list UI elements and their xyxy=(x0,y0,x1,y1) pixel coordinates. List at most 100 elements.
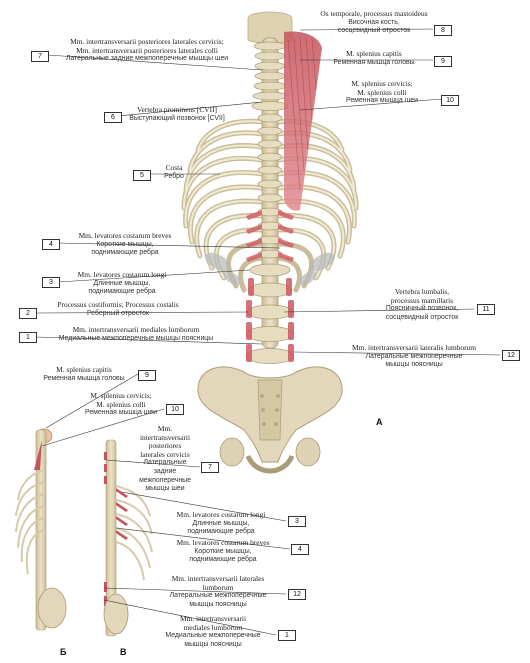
label-v-intertransversarii-mediales: Mm. intertransversarii mediales lumborum… xyxy=(150,614,276,649)
label-russian-2: мышцы поясницы xyxy=(184,640,242,648)
label-latin: Costa xyxy=(165,163,183,172)
label-russian: Латеральные xyxy=(143,459,187,467)
callout-number-9: 9 xyxy=(434,56,452,67)
label-intertransversarii-mediales: Mm. intertransversarii mediales lumborum… xyxy=(38,325,234,343)
label-russian: Короткие мышцы, xyxy=(194,547,252,555)
label-russian: Медиальные межпоперечные мышцы поясницы xyxy=(58,334,214,342)
callout-number-7-lower: 7 xyxy=(201,462,219,473)
callout-number-1: 1 xyxy=(19,332,37,343)
label-russian: Ременная мышца шеи xyxy=(346,97,418,105)
label-russian-2: сосцевидный отросток xyxy=(385,313,459,321)
label-latin: M. splenius capitis xyxy=(56,365,112,374)
label-russian-2: мышцы поясницы xyxy=(189,600,247,608)
label-russian-2: мышцы поясницы xyxy=(385,361,443,369)
callout-number-3-lower: 3 xyxy=(288,516,306,527)
label-russian: Поясничный позвонок, xyxy=(385,305,459,313)
label-latin-3: posteriores xyxy=(148,441,182,451)
label-v-levatores-longi: Mm. levatores costarum longi Длинные мыш… xyxy=(156,510,286,537)
label-latin: Mm. intertransversarii mediales lumborum xyxy=(72,325,200,334)
label-latin: M. splenius cervicis; xyxy=(90,391,152,400)
rib-cage xyxy=(181,118,359,293)
label-russian: Реберный отросток xyxy=(87,309,149,317)
label-russian-3: межпоперечные xyxy=(139,476,191,484)
label-latin-2: processus mamillaris xyxy=(390,295,454,305)
label-latin-4: laterales cervicis xyxy=(140,449,190,459)
label-intertransversarii-laterales: Mm. intertransversarii lateralis lumboru… xyxy=(330,343,498,370)
label-russian: Латеральные межпоперечные xyxy=(169,592,267,600)
label-latin: Vertebra prominens [CVII] xyxy=(136,105,218,114)
label-russian-2: задние xyxy=(153,467,177,475)
label-latin: Mm. intertransversarii laterales xyxy=(171,574,265,583)
label-mastoid-process: Os temporale, processus mastoideus Височ… xyxy=(318,9,430,36)
label-b-splenius-capitis: M. splenius capitis Ременная мышца голов… xyxy=(32,365,136,383)
label-latin-2: intertransversarii xyxy=(139,432,191,442)
label-russian-2: поднимающие ребра xyxy=(91,249,159,257)
pelvis xyxy=(197,366,343,474)
label-latin-2: M. splenius colli xyxy=(357,87,407,97)
label-latin: M. splenius capitis xyxy=(346,49,402,58)
label-levatores-breves: Mm. levatores costarum breves Короткие м… xyxy=(62,231,188,258)
label-russian-2: поднимающие ребра xyxy=(189,556,257,564)
label-latin: Mm. levatores costarum longi xyxy=(176,510,266,519)
callout-number-12-lower: 12 xyxy=(288,589,306,600)
label-russian: Ременная мышца головы xyxy=(43,374,125,382)
label-russian-2: поднимающие ребра xyxy=(187,528,255,536)
label-vertebra-lumbalis: Vertebra lumbalis, processus mamillaris … xyxy=(368,287,476,322)
callout-number-2: 2 xyxy=(19,308,37,319)
callout-number-9-lower: 9 xyxy=(138,370,156,381)
label-russian-2: сосцевидный отросток xyxy=(337,27,411,35)
label-latin: Mm. intertransversarii posteriores later… xyxy=(70,37,224,46)
label-latin: Processus costiformis; Processus costali… xyxy=(57,300,179,309)
callout-number-10-lower: 10 xyxy=(166,404,184,415)
label-costa: Costa Ребро xyxy=(154,163,194,181)
label-v-intertransversarii-laterales: Mm. intertransversarii laterales lumboru… xyxy=(150,574,286,609)
label-splenius-cervicis: M. splenius cervicis; M. splenius colli … xyxy=(325,79,439,106)
label-latin: Os temporale, processus mastoideus xyxy=(320,9,428,18)
label-levatores-longi: Mm. levatores costarum longi Длинные мыш… xyxy=(62,270,182,297)
label-russian: Медиальные межпоперечные xyxy=(165,632,261,640)
label-latin: Vertebra lumbalis, xyxy=(394,287,450,296)
levatores-costarum xyxy=(246,210,294,262)
label-russian: Выступающий позвонок [CVII] xyxy=(129,114,225,122)
vertebral-column xyxy=(245,37,295,364)
label-latin: Mm. levatores costarum longi xyxy=(77,270,167,279)
label-b-splenius-cervicis: M. splenius cervicis; M. splenius colli … xyxy=(76,391,166,418)
label-latin-2: lumborum xyxy=(202,582,234,592)
label-latin-2: M. splenius colli xyxy=(96,399,146,409)
label-russian: Височная кость, xyxy=(348,18,400,26)
panel-label-b: Б xyxy=(60,647,67,657)
label-russian: Ременная мышца шеи xyxy=(85,409,157,417)
label-latin: Mm. levatores costarum breves xyxy=(176,538,270,547)
callout-number-4-lower: 4 xyxy=(291,544,309,555)
label-russian: Длинные мышцы, xyxy=(192,519,250,527)
callout-number-7: 7 xyxy=(31,51,49,62)
callout-number-10: 10 xyxy=(441,95,459,106)
label-latin: Mm. levatores costarum breves xyxy=(78,231,172,240)
label-russian: Латеральные задние межпоперечные мышцы ш… xyxy=(65,55,229,63)
intertransversarii-lumborum xyxy=(246,278,294,362)
label-intertransversarii-cervicis: Mm. intertransversarii posteriores later… xyxy=(52,37,242,64)
callout-number-1-lower: 1 xyxy=(278,630,296,641)
label-latin: M. splenius cervicis; xyxy=(351,79,413,88)
leader-lines xyxy=(35,28,501,636)
label-russian: Ременная мышца головы xyxy=(333,58,415,66)
label-russian: Короткие мышцы, xyxy=(96,240,154,248)
label-latin-2: mediales lumborum xyxy=(183,622,243,632)
label-russian: Длинные мышцы, xyxy=(93,279,151,287)
label-russian: Латеральные межпоперечные xyxy=(365,352,463,360)
callout-number-6: 6 xyxy=(104,112,122,123)
figure-v-lateral-view xyxy=(103,439,153,637)
callout-number-4: 4 xyxy=(42,239,60,250)
label-latin: Mm. intertransversarii lateralis lumboru… xyxy=(352,343,476,352)
callout-number-12: 12 xyxy=(502,350,520,361)
panel-label-a: А xyxy=(376,417,383,427)
label-v-intertransversarii-cervicis: Mm. intertransversarii posteriores later… xyxy=(132,424,198,494)
panel-label-v: В xyxy=(120,647,127,657)
figure-b-lateral-view xyxy=(15,428,67,631)
label-v-levatores-breves: Mm. levatores costarum breves Короткие м… xyxy=(156,538,290,565)
label-processus-costiformis: Processus costiformis; Processus costali… xyxy=(38,300,198,318)
callout-number-8: 8 xyxy=(434,25,452,36)
callout-number-11: 11 xyxy=(477,304,495,315)
